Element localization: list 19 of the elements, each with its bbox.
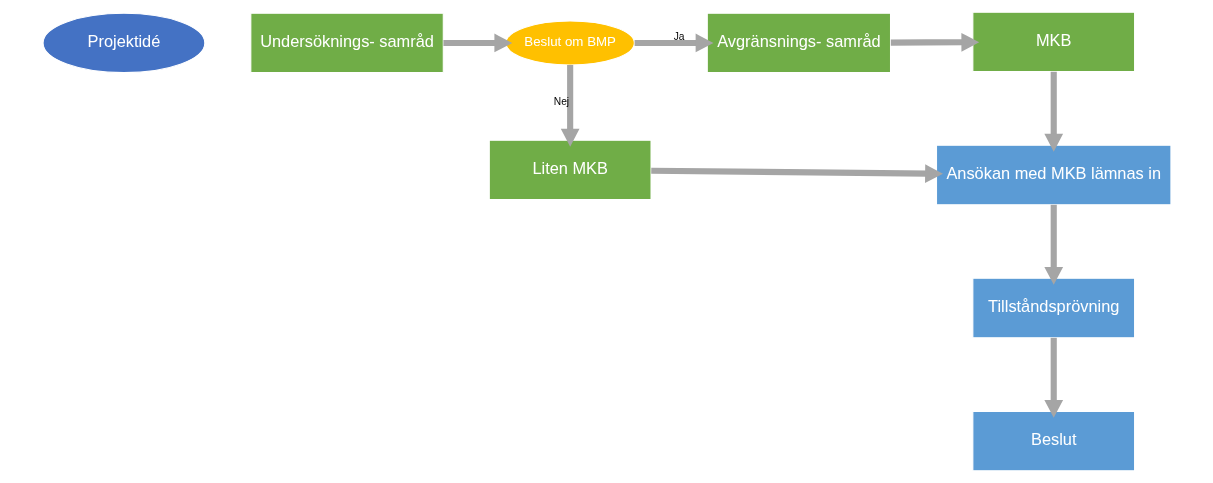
node-box: Undersöknings- samråd (249, 12, 444, 74)
edge-label: Ja (673, 30, 685, 42)
node-box: Ansökan med MKB lämnas in (935, 144, 1171, 206)
node-box: Tillståndsprövning (971, 277, 1135, 339)
arrow (1043, 337, 1063, 418)
arrow (650, 164, 943, 183)
node-box: MKB (971, 11, 1135, 73)
edge-label: Nej (553, 96, 569, 108)
node-box: Liten MKB (488, 139, 651, 201)
arrow (442, 33, 512, 53)
node-box: Avgränsnings- samråd (706, 12, 891, 74)
arrow (634, 33, 713, 53)
node-ellipse: Beslut om BMP (505, 20, 635, 66)
arrow (560, 65, 580, 147)
arrow (1043, 71, 1063, 152)
node-box: Beslut (971, 410, 1135, 472)
arrow (1043, 204, 1063, 285)
node-ellipse: Projektidé (42, 12, 205, 74)
arrow (890, 32, 979, 52)
